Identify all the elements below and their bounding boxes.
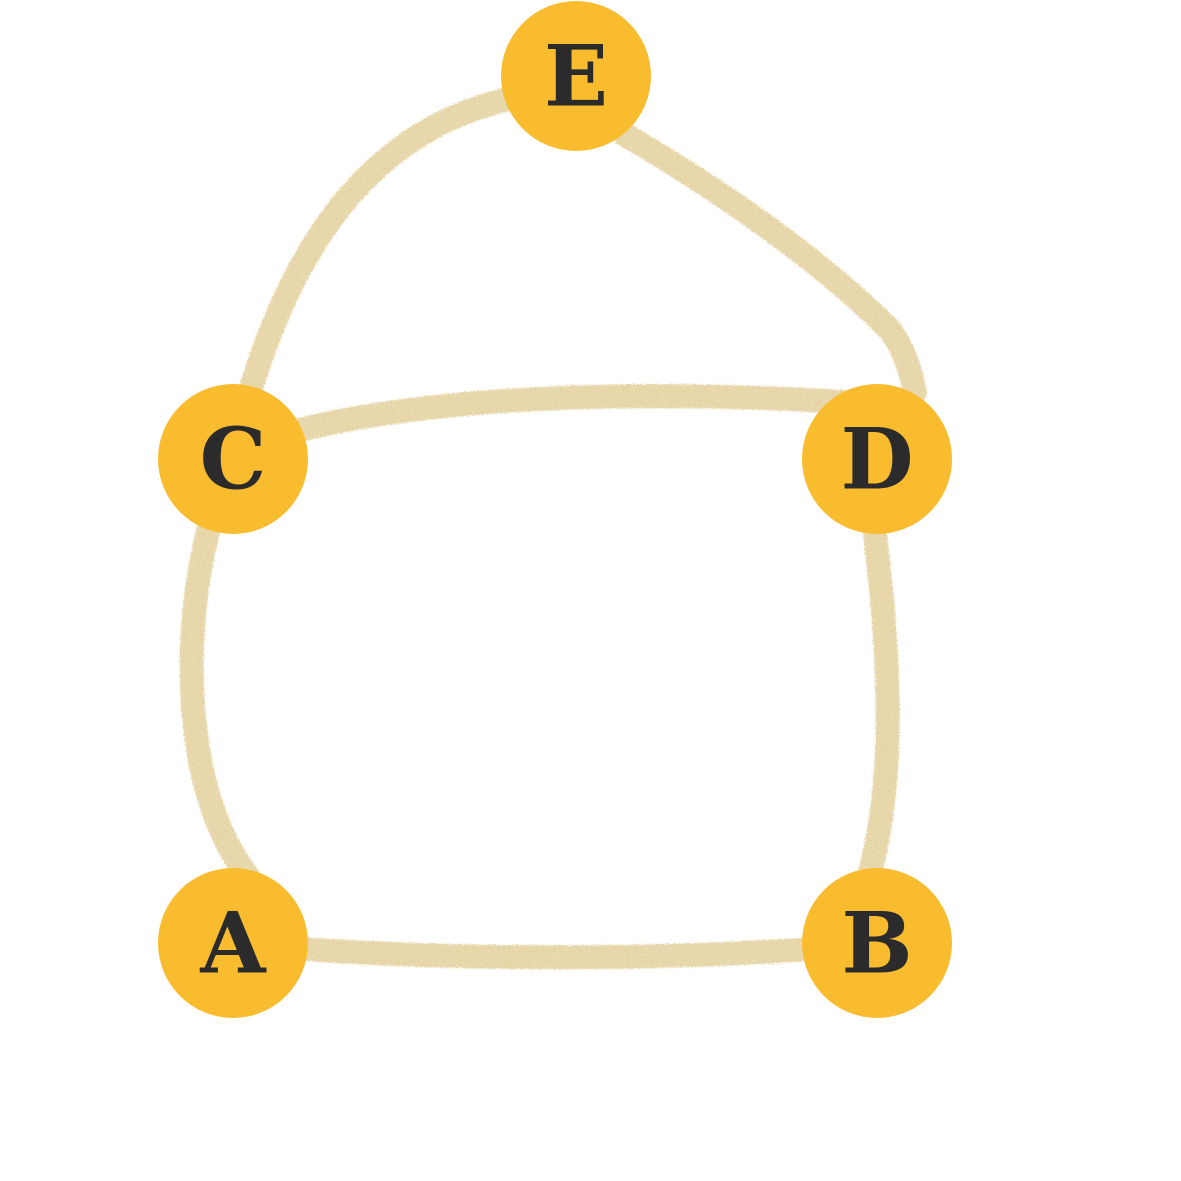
node-e-circle (501, 1, 651, 151)
node-c: C (158, 384, 308, 534)
node-b-circle (802, 868, 952, 1018)
node-c-label: C (200, 410, 267, 509)
node-b-label: B (842, 894, 913, 993)
node-a-label: A (199, 894, 267, 993)
node-a-circle (158, 868, 308, 1018)
edge-d-e (613, 123, 927, 404)
node-e-label: E (544, 27, 608, 126)
edge-a-c (179, 498, 260, 888)
edge-c-d (288, 384, 857, 442)
edge-c-e (240, 88, 517, 397)
edge-b-d (858, 523, 900, 884)
node-b: B (802, 868, 952, 1018)
node-d: D (802, 384, 952, 534)
node-c-circle (158, 384, 308, 534)
node-d-circle (802, 384, 952, 534)
edge-a-b (221, 931, 889, 970)
node-d-label: D (841, 410, 914, 509)
nodes-group: A B C D E (158, 1, 952, 1018)
edges-group (179, 88, 927, 970)
node-a: A (158, 868, 308, 1018)
node-e: E (501, 1, 651, 151)
